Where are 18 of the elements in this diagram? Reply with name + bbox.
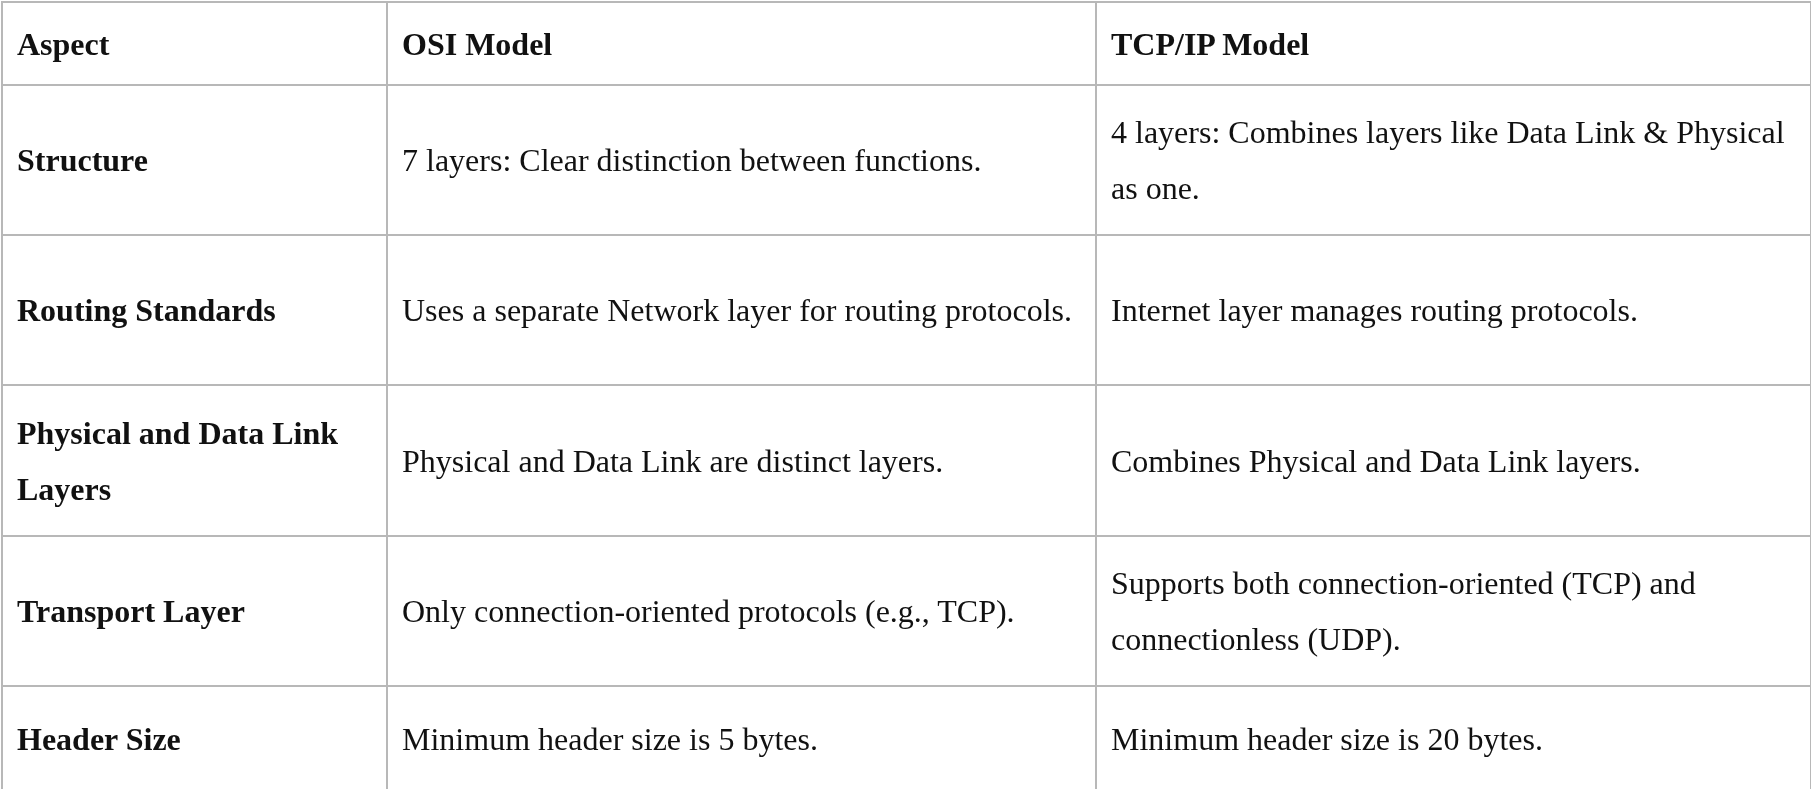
row-header: Physical and Data Link Layers (2, 385, 387, 536)
row-header: Routing Standards (2, 235, 387, 385)
table-cell: Minimum header size is 5 bytes. (387, 686, 1096, 789)
table-cell: Supports both connection-oriented (TCP) and connectionless (UDP). (1096, 536, 1811, 686)
row-header: Header Size (2, 686, 387, 789)
table-cell: 7 layers: Clear distinction between functions. (387, 85, 1096, 235)
table-cell: 4 layers: Combines layers like Data Link & Physical as one. (1096, 85, 1811, 235)
table-cell: Uses a separate Network layer for routing protocols. (387, 235, 1096, 385)
row-header: Structure (2, 85, 387, 235)
table-cell: Combines Physical and Data Link layers. (1096, 385, 1811, 536)
table-cell: Only connection-oriented protocols (e.g., TCP). (387, 536, 1096, 686)
row-header: Transport Layer (2, 536, 387, 686)
table-cell: Minimum header size is 20 bytes. (1096, 686, 1811, 789)
column-header: Aspect (2, 2, 387, 85)
column-header: OSI Model (387, 2, 1096, 85)
table-cell: Physical and Data Link are distinct layers. (387, 385, 1096, 536)
table-cell: Internet layer manages routing protocols. (1096, 235, 1811, 385)
column-header: TCP/IP Model (1096, 2, 1811, 85)
